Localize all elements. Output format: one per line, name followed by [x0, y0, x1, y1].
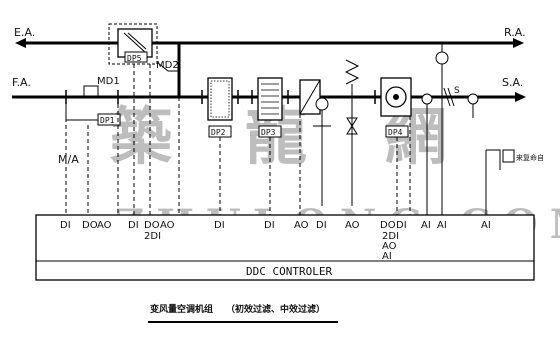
io-label: AI [421, 220, 431, 231]
supply-fan: DP4 [374, 77, 412, 138]
dp2-label: DP2 [211, 128, 226, 137]
io-label: DI [396, 220, 407, 231]
dp5-label: DP5 [127, 54, 142, 63]
ma-label: M/A [58, 153, 79, 166]
fa-label: F.A. [12, 76, 31, 89]
io-label: AO [97, 220, 112, 231]
io-label: 2DI [382, 231, 399, 242]
remote-note: 来复命自 [516, 153, 544, 162]
dp4-label: DP4 [388, 128, 403, 137]
watermark-char-1: 築 [110, 100, 173, 173]
io-label: AI [481, 220, 491, 231]
dp3-label: DP3 [261, 128, 276, 137]
io-label: DI [60, 220, 71, 231]
exhaust-return-duct: E.A. R.A. [14, 26, 526, 48]
sa-arrow-icon [515, 92, 526, 102]
exhaust-damper-dp5: DP5 [108, 23, 158, 65]
md2-label: MD2 [156, 60, 179, 71]
io-label: DI [128, 220, 139, 231]
supply-sensors: S [421, 86, 479, 215]
caption-main: 变风量空调机组 [150, 303, 213, 315]
io-label: DO [82, 220, 98, 231]
io-label: AO [160, 220, 175, 231]
io-label: 2DI [144, 231, 161, 242]
ea-arrow-icon [15, 38, 26, 48]
dp1-label: DP1 [100, 116, 115, 125]
io-label: DI [316, 220, 327, 231]
primary-filter: DP2 [201, 77, 239, 138]
io-label: AO [382, 241, 397, 252]
return-air-sensor [435, 43, 449, 215]
io-labels: DI DO AO DI DO AO 2DI DI DI AO DI AO DO … [60, 220, 491, 262]
ea-label: E.A. [14, 26, 35, 39]
medium-filter: DP3 [251, 77, 289, 138]
signal-wires [65, 64, 411, 215]
io-label: AI [437, 220, 447, 231]
caption: 变风量空调机组 （初效过滤、中效过滤） [148, 303, 338, 323]
sa-label: S.A. [502, 76, 523, 89]
io-label: DI [264, 220, 275, 231]
io-label: AI [382, 251, 392, 262]
ddc-controller: DDC CONTROLER [35, 214, 535, 281]
humidifier [344, 59, 360, 206]
ra-arrow-icon [513, 38, 524, 48]
io-label: DI [214, 220, 225, 231]
controller-label: DDC CONTROLER [246, 265, 332, 278]
io-label: AO [294, 220, 309, 231]
md1-label: MD1 [97, 76, 120, 87]
cooling-coil [299, 79, 321, 115]
water-valve [313, 97, 331, 206]
io-label: AO [345, 220, 360, 231]
remote-sensor: 来复命自 [485, 149, 544, 215]
ra-label: R.A. [504, 26, 526, 39]
mixing-duct: MD2 [156, 43, 181, 97]
io-label: DO [144, 220, 160, 231]
caption-sub: （初效过滤、中效过滤） [226, 303, 325, 315]
s-label: S [454, 86, 460, 96]
io-label: DO [380, 220, 396, 231]
